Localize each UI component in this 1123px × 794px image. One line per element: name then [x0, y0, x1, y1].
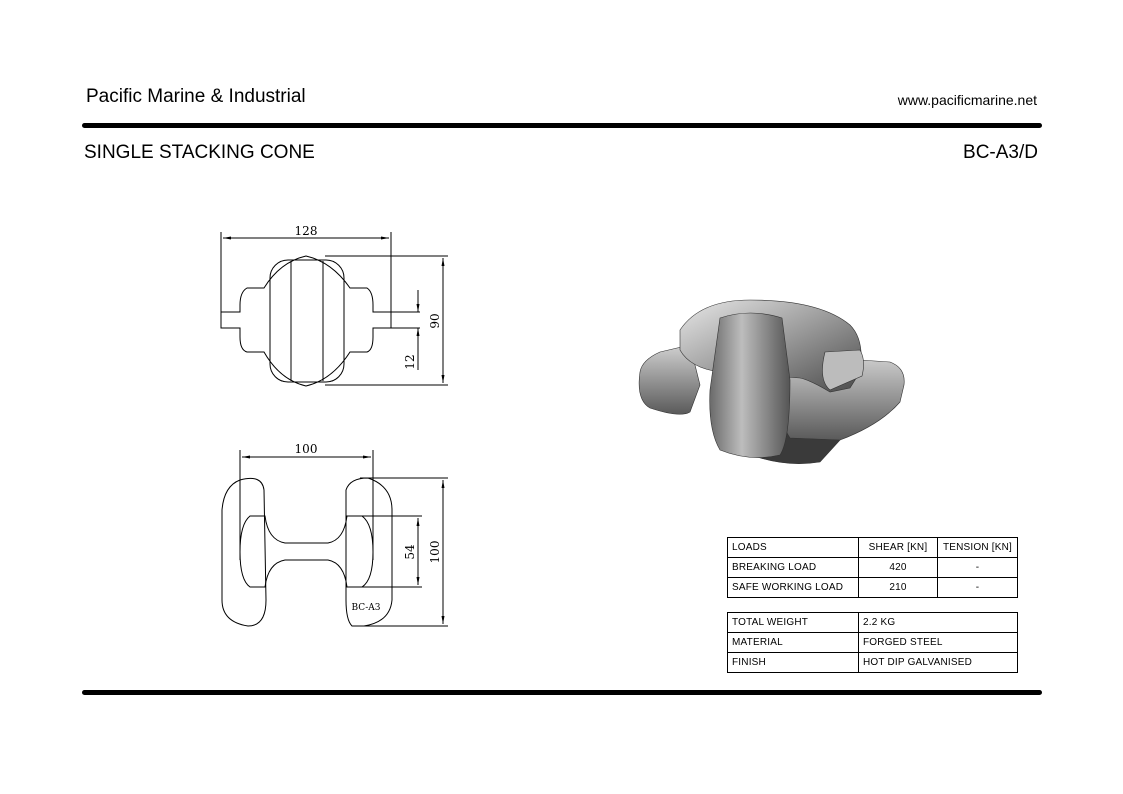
part-marking: BC-A3 [352, 603, 381, 613]
product-render [638, 299, 905, 464]
bottom-view-drawing [221, 450, 448, 627]
spec-label: MATERIAL [727, 632, 859, 653]
spec-table: TOTAL WEIGHT 2.2 KG MATERIAL FORGED STEE… [727, 612, 1018, 673]
table-header-row: LOADS SHEAR [KN] TENSION [KN] [727, 537, 1018, 558]
table-row: SAFE WORKING LOAD 210 - [727, 577, 1018, 598]
header-tension: TENSION [KN] [937, 537, 1018, 558]
table-row: BREAKING LOAD 420 - [727, 557, 1018, 578]
dim-bottom-inner: 54 [403, 544, 417, 560]
spec-value: 2.2 KG [858, 612, 1018, 633]
website-url[interactable]: www.pacificmarine.net [897, 92, 1037, 108]
tension-value: - [937, 577, 1018, 598]
tension-value: - [937, 557, 1018, 578]
dim-top-height: 90 [428, 313, 442, 328]
load-label: SAFE WORKING LOAD [727, 577, 859, 598]
table-row: FINISH HOT DIP GALVANISED [727, 652, 1018, 673]
dim-top-slot: 12 [403, 354, 417, 369]
company-name: Pacific Marine & Industrial [86, 86, 306, 107]
spec-value: HOT DIP GALVANISED [858, 652, 1018, 673]
header-shear: SHEAR [KN] [858, 537, 938, 558]
spec-value: FORGED STEEL [858, 632, 1018, 653]
top-divider [82, 123, 1042, 128]
product-title: SINGLE STACKING CONE [84, 142, 315, 163]
shear-value: 420 [858, 557, 938, 578]
header-loads: LOADS [727, 537, 859, 558]
load-label: BREAKING LOAD [727, 557, 859, 578]
top-view-drawing [220, 232, 448, 387]
spec-label: FINISH [727, 652, 859, 673]
dim-bottom-width: 100 [295, 442, 318, 456]
loads-table: LOADS SHEAR [KN] TENSION [KN] BREAKING L… [727, 537, 1018, 598]
product-code: BC-A3/D [963, 142, 1038, 163]
bottom-divider [82, 690, 1042, 695]
dim-top-width: 128 [295, 224, 318, 238]
shear-value: 210 [858, 577, 938, 598]
table-row: MATERIAL FORGED STEEL [727, 632, 1018, 653]
dim-bottom-height: 100 [428, 541, 442, 564]
spec-label: TOTAL WEIGHT [727, 612, 859, 633]
table-row: TOTAL WEIGHT 2.2 KG [727, 612, 1018, 633]
